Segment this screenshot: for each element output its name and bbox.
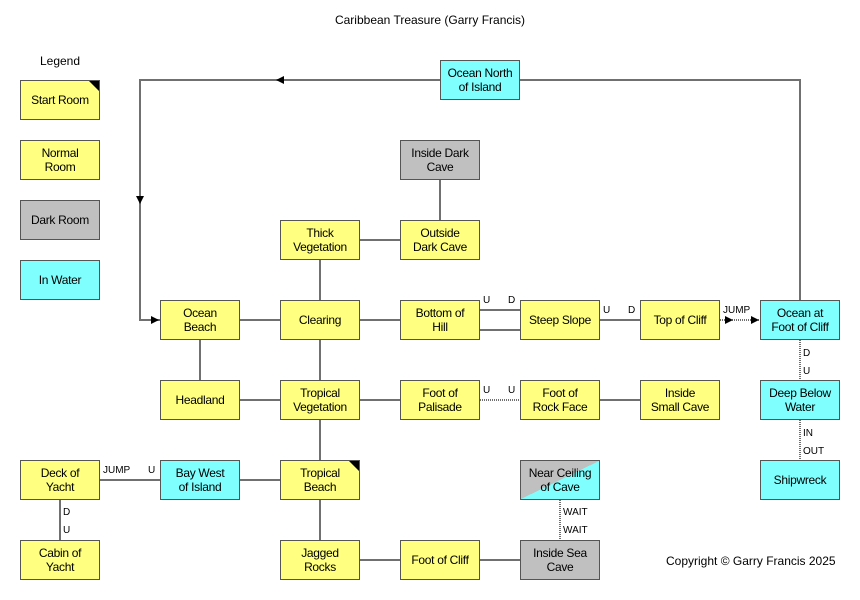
room-label: Ocean Beach	[183, 306, 217, 334]
conn-label: U	[603, 305, 611, 316]
room-label: Ocean North of Island	[447, 66, 513, 94]
room-steep-slope[interactable]: Steep Slope	[520, 300, 600, 340]
conn-label: U	[803, 366, 811, 377]
conn-label: U	[63, 525, 71, 536]
room-label: Shipwreck	[773, 473, 827, 487]
room-label: Bay West of Island	[175, 466, 225, 494]
arrow-jump-2	[751, 316, 759, 324]
room-jagged-rocks[interactable]: Jagged Rocks	[280, 540, 360, 580]
room-ocean-north-of-island[interactable]: Ocean North of Island	[440, 60, 520, 100]
room-label: Inside Small Cave	[650, 386, 710, 414]
room-inside-small-cave[interactable]: Inside Small Cave	[640, 380, 720, 420]
room-bottom-of-hill[interactable]: Bottom of Hill	[400, 300, 480, 340]
room-outside-dark-cave[interactable]: Outside Dark Cave	[400, 220, 480, 260]
room-inside-sea-cave[interactable]: Inside Sea Cave	[520, 540, 600, 580]
conn-label: WAIT	[563, 525, 588, 536]
room-label: Clearing	[298, 313, 342, 327]
conn-label: U	[148, 465, 156, 476]
room-ocean-beach[interactable]: Ocean Beach	[160, 300, 240, 340]
room-label: Outside Dark Cave	[413, 226, 467, 254]
line-oceanfoot-oceannorth	[520, 79, 801, 300]
room-bay-west-of-island[interactable]: Bay West of Island	[160, 460, 240, 500]
conn-label: U	[483, 385, 491, 396]
room-label: Inside Dark Cave	[411, 146, 469, 174]
room-tropical-beach[interactable]: Tropical Beach	[280, 460, 360, 500]
room-deck-of-yacht[interactable]: Deck of Yacht	[20, 460, 100, 500]
copyright-text: Copyright © Garry Francis 2025	[666, 554, 836, 568]
room-foot-of-palisade[interactable]: Foot of Palisade	[400, 380, 480, 420]
legend-label: Normal Room	[41, 146, 79, 174]
conn-label: D	[803, 348, 811, 359]
legend-dark-room: Dark Room	[20, 200, 100, 240]
conn-label: IN	[803, 428, 813, 439]
room-foot-of-cliff[interactable]: Foot of Cliff	[400, 540, 480, 580]
room-label: Thick Vegetation	[293, 226, 347, 254]
conn-label: U	[508, 385, 516, 396]
legend-label: Dark Room	[31, 213, 89, 227]
room-tropical-vegetation[interactable]: Tropical Vegetation	[280, 380, 360, 420]
arrow-jump-1	[725, 316, 733, 324]
legend-title: Legend	[39, 54, 81, 68]
room-label: Tropical Beach	[300, 466, 340, 494]
arrow-down-left	[136, 196, 144, 204]
arrow-into-beach	[151, 316, 159, 324]
room-label: Ocean at Foot of Cliff	[771, 306, 829, 334]
room-clearing[interactable]: Clearing	[280, 300, 360, 340]
room-thick-vegetation[interactable]: Thick Vegetation	[280, 220, 360, 260]
legend-normal-room: Normal Room	[20, 140, 100, 180]
room-label: Bottom of Hill	[415, 306, 465, 334]
room-label: Tropical Vegetation	[293, 386, 347, 414]
conn-label: D	[508, 295, 516, 306]
conn-label: D	[628, 305, 636, 316]
room-label: Top of Cliff	[653, 313, 707, 327]
conn-label: JUMP	[723, 305, 751, 316]
legend-label: Start Room	[31, 93, 89, 107]
room-label: Foot of Cliff	[411, 553, 469, 567]
room-label: Deck of Yacht	[40, 466, 80, 494]
room-ocean-at-foot-of-cliff[interactable]: Ocean at Foot of Cliff	[760, 300, 840, 340]
room-label: Inside Sea Cave	[533, 546, 587, 574]
diagram-title: Caribbean Treasure (Garry Francis)	[334, 13, 526, 27]
room-inside-dark-cave[interactable]: Inside Dark Cave	[400, 140, 480, 180]
conn-label: WAIT	[563, 507, 588, 518]
room-label: Steep Slope	[528, 313, 592, 327]
room-top-of-cliff[interactable]: Top of Cliff	[640, 300, 720, 340]
legend-label: In Water	[38, 273, 82, 287]
room-label: Jagged Rocks	[301, 546, 339, 574]
line-oceannorth-oceanbeach	[139, 79, 440, 321]
room-near-ceiling-of-cave[interactable]: Near Ceiling of Cave	[520, 460, 600, 500]
conn-label: D	[63, 507, 71, 518]
conn-label: JUMP	[103, 465, 131, 476]
room-headland[interactable]: Headland	[160, 380, 240, 420]
room-label: Near Ceiling of Cave	[528, 466, 592, 494]
legend-in-water: In Water	[20, 260, 100, 300]
conn-label: U	[483, 295, 491, 306]
conn-label: OUT	[803, 446, 825, 457]
room-label: Headland	[175, 393, 225, 407]
legend-start-room: Start Room	[20, 80, 100, 120]
room-label: Foot of Palisade	[418, 386, 462, 414]
room-deep-below-water[interactable]: Deep Below Water	[760, 380, 840, 420]
room-foot-of-rock-face[interactable]: Foot of Rock Face	[520, 380, 600, 420]
room-label: Foot of Rock Face	[532, 386, 588, 414]
room-label: Deep Below Water	[769, 386, 831, 414]
arrow-oceannorth-left	[276, 76, 284, 84]
room-shipwreck[interactable]: Shipwreck	[760, 460, 840, 500]
room-cabin-of-yacht[interactable]: Cabin of Yacht	[20, 540, 100, 580]
room-label: Cabin of Yacht	[38, 546, 82, 574]
